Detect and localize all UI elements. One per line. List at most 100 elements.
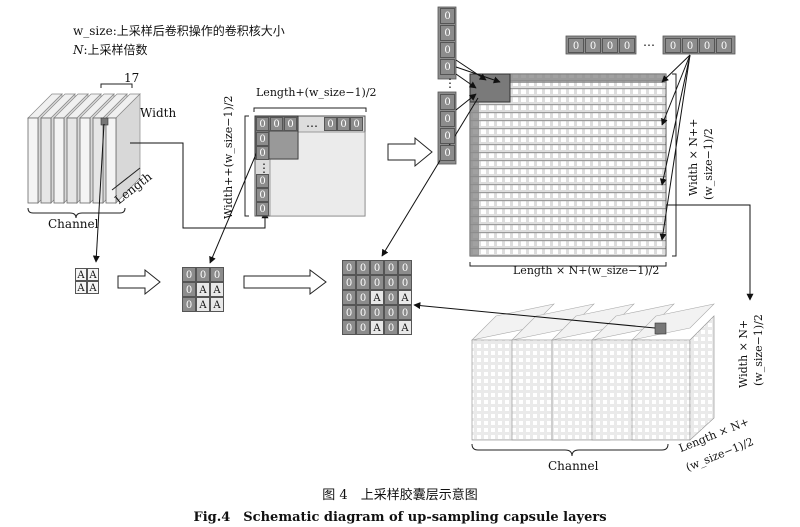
capsule-cell: A [75,281,87,294]
padded-zero-cell: 0 [337,117,350,131]
padded-zero-cell: 0 [256,202,269,216]
result-capsule-cell: 0 [370,260,384,275]
channel-slice [105,117,117,204]
result-capsule-cell: 0 [384,290,398,305]
result-capsule-cell: 0 [384,275,398,290]
legend-n: N:上采样倍数 [73,43,148,57]
padded-side-brace [244,115,249,217]
fan-arrow [661,54,691,83]
capsule-cell: A [87,281,99,294]
output-block [471,303,715,457]
result-capsule-cell: 0 [398,260,412,275]
channel-slice [53,117,65,204]
fan-arrow [455,59,487,81]
length-brace [111,167,141,191]
result-capsule-cell: 0 [342,320,356,335]
result-capsule-cell: 0 [370,305,384,320]
legend-wsize: w_size:上采样后卷积操作的卷积核大小 [73,24,285,38]
result-capsule-cell: 0 [342,290,356,305]
fan-arrow [659,54,691,186]
channel-slice [92,117,104,204]
padded-capsule-cell: 0 [196,267,210,282]
depth-brace [100,83,133,88]
flow-arrow-1 [117,268,161,296]
padded-capsule-cell: A [196,282,210,297]
padded-capsule-cell: A [210,297,224,312]
upsampled-zero-cell: 0 [440,42,455,58]
result-capsule-cell: 0 [342,275,356,290]
channel-label: Channel [48,217,99,231]
result-capsule-cell: 0 [384,260,398,275]
result-capsule-cell: 0 [356,305,370,320]
fan-arrow [661,54,691,126]
upsampled-side-brace [672,73,677,257]
result-capsule-cell: 0 [356,275,370,290]
result-capsule-cell: 0 [398,275,412,290]
padded-top-brace [253,107,367,112]
flow-arrow-2 [243,269,327,295]
upsampled-bottom-label: Length × N+(w_size−1)/2 [513,264,660,277]
padded-zero-cell: 0 [350,117,363,131]
width-label: Width [140,106,177,120]
fan-arrow [455,73,477,89]
result-capsule-cell: A [398,320,412,335]
padded-capsule-cell: A [196,297,210,312]
arrow-upsampled-to-result [381,97,479,257]
caption-en: Fig.4 Schematic diagram of up-sampling c… [193,510,607,525]
output-slice-top [631,303,715,341]
result-capsule-cell: 0 [370,275,384,290]
legend-n-text: 上采样倍数 [87,43,148,57]
padded-zero-cell: 0 [324,117,337,131]
result-capsule-cell: 0 [384,320,398,335]
upsampled-zero-cell: 0 [440,25,455,41]
fan-arrow [455,66,501,84]
result-capsule-cell: 0 [356,290,370,305]
padded-zero-cell: 0 [256,188,269,202]
fan-arrow [455,93,477,111]
result-capsule-cell: 0 [342,305,356,320]
upsampled-plane [437,6,736,267]
result-capsule-cell: A [370,320,384,335]
output-selected-vector [654,322,667,335]
upsampled-zero-cell: 0 [585,38,601,53]
upsampled-zero-cell: 0 [440,94,455,110]
padded-vellipsis: ⋮ [258,161,270,175]
output-channel-slice [631,339,691,441]
channel-slice [79,117,91,204]
output-slice-top [471,303,555,341]
padded-capsule-cell: A [210,282,224,297]
padded-capsule-cell: 0 [182,267,196,282]
result-capsule-cell: 0 [384,305,398,320]
padded-zero-cell: 0 [284,117,297,131]
capsule-cell: A [87,268,99,281]
padded-zero-cell: 0 [270,117,283,131]
upsampled-zero-cell: 0 [602,38,618,53]
output-side-label-1: Width × N+ [737,319,750,388]
fan-arrow [659,54,691,241]
upsampled-zero-cell: 0 [619,38,635,53]
padded-side-label: Width++(w_size−1)/2 [222,95,235,220]
result-capsule-cell: A [370,290,384,305]
selected-vector [100,117,109,126]
upsampled-bottom-brace [469,262,667,267]
connector-input-to-padded [130,142,269,229]
upsampled-zero-cell: 0 [665,38,681,53]
capsule-cell: A [75,268,87,281]
upsampled-zero-cell: 0 [440,8,455,24]
channel-slice [66,117,78,204]
upsampled-side-label-2: (w_size−1)/2 [702,128,715,200]
channel-slice [27,117,39,204]
output-side-label-2: (w_size−1)/2 [752,314,765,386]
upsampled-vellipsis: ⋮ [444,76,456,90]
output-channel-brace [471,443,669,457]
caption-cn: 图 4 上采样胶囊层示意图 [322,488,478,503]
padded-zero-cell: 0 [256,174,269,188]
arrow-to-capsule [92,123,105,263]
result-capsule-cell: 0 [342,260,356,275]
arrow-kernel-to-block [209,139,263,264]
n-symbol: N [73,43,84,57]
result-capsule-cell: 0 [398,305,412,320]
upsampled-side-label-1: Width × N++ [687,118,700,196]
output-channel-label: Channel [548,459,599,473]
result-capsule-cell: 0 [356,260,370,275]
